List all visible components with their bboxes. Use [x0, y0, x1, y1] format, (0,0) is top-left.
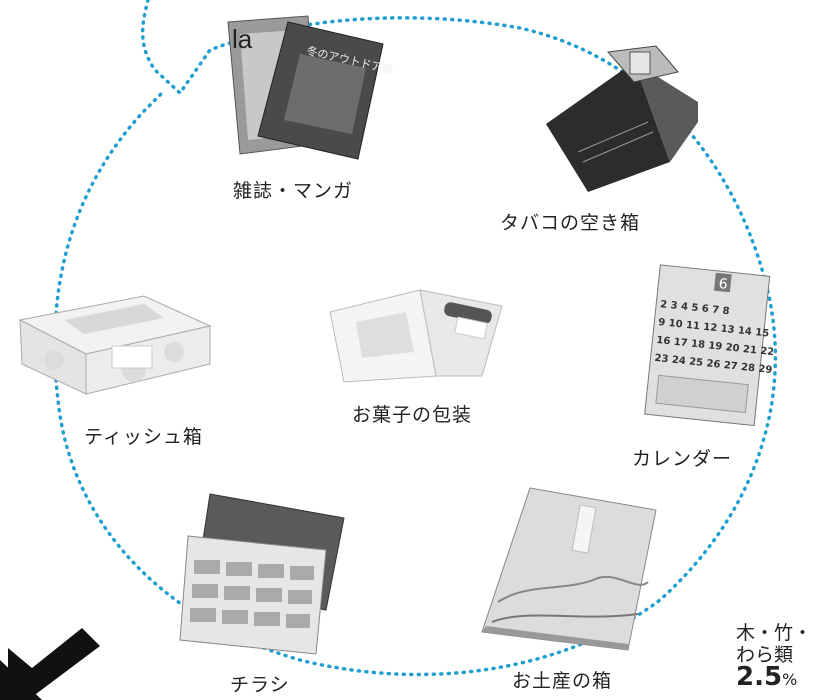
label-flyers: チラシ [230, 674, 290, 696]
magazine-title: la [232, 24, 253, 54]
label-tissue-box: ティッシュ箱 [84, 426, 203, 448]
calendar-month: 6 [718, 276, 729, 293]
arrow-icon [0, 628, 100, 700]
dotted-bubble-outline [52, 0, 778, 677]
stat-value: 2.5 [736, 662, 783, 692]
stat-line-2: わら類 [736, 644, 794, 666]
magazines-illustration: la 冬のアウトドア遊び [218, 14, 405, 164]
label-magazines: 雑誌・マンガ [233, 180, 354, 202]
calendar-illustration: 6 2 3 4 5 6 7 8 9 10 11 12 13 14 15 16 1… [638, 262, 775, 432]
snack-package-illustration [326, 282, 508, 387]
label-cigarette-box: タバコの空き箱 [500, 212, 641, 234]
label-souvenir-box: お土産の箱 [512, 670, 613, 692]
flyers-illustration [176, 490, 356, 656]
wood-bamboo-straw-stat: 木・竹・ わら類 2.5% [736, 622, 812, 691]
stat-unit: % [782, 670, 798, 689]
label-snack-package: お菓子の包装 [352, 404, 473, 426]
stat-line-1: 木・竹・ [736, 622, 813, 644]
cigarette-box-illustration [538, 42, 708, 192]
label-calendar: カレンダー [632, 448, 733, 470]
tissue-box-illustration [14, 290, 214, 400]
stat-value-row: 2.5% [736, 664, 812, 691]
souvenir-box-illustration [478, 482, 662, 652]
